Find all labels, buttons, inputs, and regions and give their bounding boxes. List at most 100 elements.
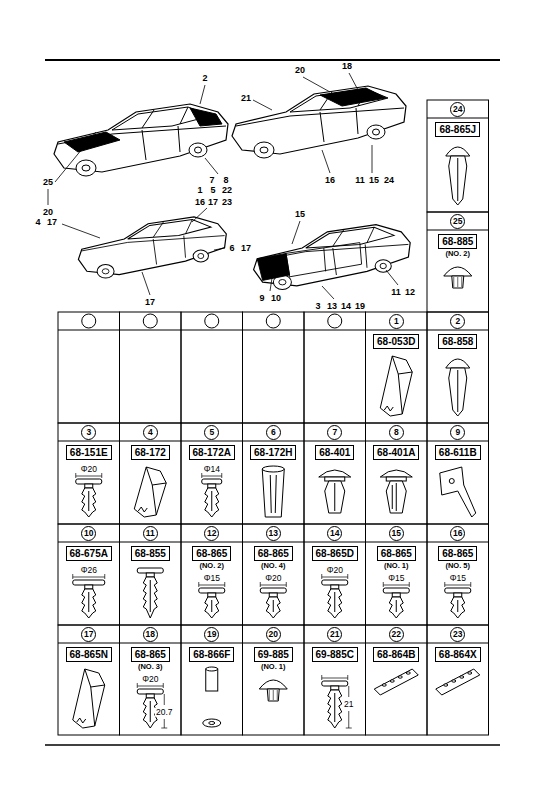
item-number: 17 — [84, 630, 93, 639]
strip-hole — [444, 684, 448, 686]
item-number: 13 — [269, 529, 278, 538]
grid-cell — [427, 212, 489, 312]
header-rule — [243, 643, 305, 644]
dimension: Φ15 — [387, 574, 405, 583]
clip-head — [202, 479, 222, 484]
header-rule — [427, 230, 489, 231]
part-number: 68-172H — [250, 445, 296, 460]
clip-figure — [374, 669, 418, 695]
clip-cap — [444, 267, 472, 276]
item-number-circle: 20 — [266, 627, 281, 642]
item-number: 18 — [146, 630, 155, 639]
washer-hole — [209, 722, 215, 725]
part-number: 68-865 — [192, 546, 231, 561]
parts-grid — [58, 100, 489, 735]
part-number: 68-858 — [438, 334, 477, 349]
hub — [260, 147, 268, 153]
dimension-tick — [198, 582, 199, 587]
callout-number: 17 — [240, 244, 252, 253]
dimension-line — [202, 476, 222, 477]
clip-shaft — [205, 488, 219, 517]
leader-line — [48, 189, 49, 205]
item-number: 6 — [271, 428, 276, 437]
grommet-top — [206, 667, 218, 671]
header-rule — [366, 643, 428, 644]
clip-head — [322, 681, 348, 686]
clip-head — [380, 470, 412, 477]
clip-slit — [334, 693, 335, 722]
body-frame — [324, 248, 326, 271]
grid-cell — [427, 312, 489, 423]
clip-figure — [259, 680, 287, 701]
header-rule — [120, 330, 182, 331]
part-number: 68-865 — [131, 647, 170, 662]
clip-slit — [88, 592, 89, 612]
callout-number: 9 — [258, 294, 265, 303]
item-number-circle: 12 — [204, 526, 219, 541]
car-figure — [54, 104, 228, 176]
part-number: 68-855 — [131, 546, 170, 561]
dimension: 20.7 — [155, 708, 174, 717]
clip-strip — [436, 669, 480, 695]
hub — [195, 147, 202, 153]
clip-fold — [85, 669, 95, 726]
clip-figure — [73, 669, 105, 728]
item-number: 4 — [148, 428, 153, 437]
pillar — [142, 110, 154, 128]
item-number: 20 — [269, 630, 278, 639]
grid-cell — [304, 423, 366, 524]
item-number-circle: 19 — [204, 627, 219, 642]
item-number-circle: 8 — [389, 425, 404, 440]
grid-cell — [120, 423, 182, 524]
wheel — [193, 250, 208, 262]
grid-cell — [120, 625, 182, 735]
header-rule — [366, 441, 428, 442]
dimension: Φ20 — [141, 675, 159, 684]
part-number-box: 68-865D — [312, 546, 358, 561]
car-glass — [290, 89, 388, 112]
item-number: 16 — [453, 529, 462, 538]
part-number-box: 68-401 — [315, 445, 354, 460]
item-number: 25 — [453, 217, 462, 226]
door-line — [184, 236, 186, 258]
dimension-tick — [104, 574, 105, 579]
dimension: Φ26 — [80, 566, 98, 575]
part-number-box: 68-865J — [435, 122, 480, 137]
wheel — [97, 265, 114, 279]
clip-fold — [392, 356, 402, 414]
dimension-tick — [260, 582, 261, 587]
clip-body — [134, 467, 166, 517]
item-number: 5 — [209, 428, 214, 437]
item-number-circle: 2 — [450, 314, 465, 329]
header-rule — [58, 330, 120, 331]
grid-cell — [304, 524, 366, 625]
service-area — [64, 132, 120, 152]
clip-figure — [202, 473, 222, 517]
clip-figure — [76, 473, 102, 517]
header-rule — [120, 542, 182, 543]
part-number: 68-865 — [254, 546, 293, 561]
leader-line — [205, 158, 218, 174]
variant-label: (NO. 2) — [445, 250, 470, 258]
dimension-tick — [383, 582, 384, 587]
hub — [373, 129, 380, 135]
item-number: 3 — [86, 428, 91, 437]
part-number: 68-401A — [373, 445, 419, 460]
clip-cap — [259, 680, 287, 689]
part-number-box: 68-865(NO. 5) — [438, 546, 477, 570]
clip-shaft — [328, 690, 342, 728]
hub — [198, 253, 204, 258]
part-number: 68-865J — [435, 122, 480, 137]
clip-figure — [203, 667, 221, 727]
dimension-tick — [224, 582, 225, 587]
part-number-box: 68-866F — [189, 647, 234, 662]
grid-cell — [120, 524, 182, 625]
dimension: Φ20 — [264, 574, 282, 583]
grid-cell — [427, 524, 489, 625]
dimension-line — [348, 686, 349, 697]
grid-cell — [243, 312, 305, 423]
clip-figure — [445, 582, 471, 618]
callout-number: 24 — [383, 176, 395, 185]
clip-figure — [137, 568, 163, 618]
